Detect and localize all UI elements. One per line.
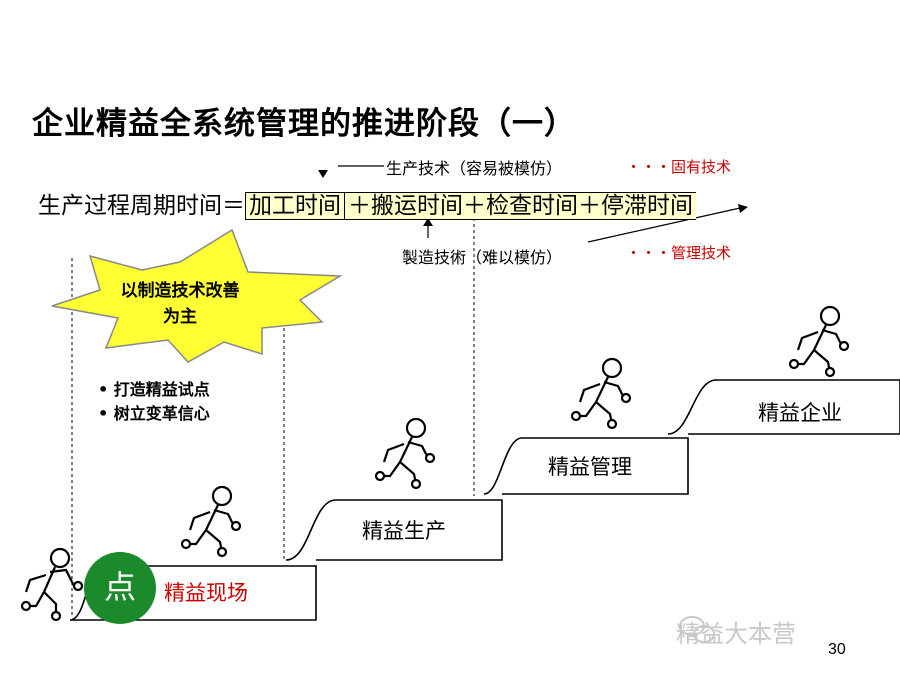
formula-other-times: ＋搬运时间＋检查时间＋停滞时间 [345,192,696,220]
cycle-time-formula: 生产过程周期时间＝加工时间＋搬运时间＋检查时间＋停滞时间 [38,186,696,220]
stair-label-lean-production: 精益生产 [362,519,446,543]
slide-title: 企业精益全系统管理的推进阶段（一） [32,106,576,142]
watermark-text: 精益大本营 [676,620,796,648]
stick-figure-1 [20,547,84,622]
starburst-label: 以制造技术改善为主 [120,281,240,327]
production-tech-note: 生产技术（容易被模仿） [386,159,563,178]
management-tech-note: ・・・管理技术 [626,244,732,262]
inherent-tech-note: ・・・固有技术 [626,158,732,176]
stick-figure-3 [374,417,436,490]
point-circle-badge: 点 [84,552,156,624]
production-tech-arrowhead [318,170,328,178]
stair-label-lean-management: 精益管理 [548,455,632,479]
manufacturing-tech-leader-right [587,207,741,243]
stair-label-lean-enterprise: 精益企业 [758,401,842,425]
stick-figure-4 [570,357,632,430]
manufacturing-tech-note: 製造技術（难以模仿） [402,248,563,267]
formula-processing-time: 加工时间 [245,192,345,220]
manufacturing-tech-arrowhead-left [423,218,433,226]
formula-lhs: 生产过程周期时间＝ [38,193,245,219]
bullet-item: • 树立变革信心 [98,404,210,423]
wechat-icon [679,616,715,643]
stair-3-outline [483,437,689,495]
stick-figure-5 [788,305,850,378]
stick-figure-2 [180,485,242,558]
page-number: 30 [828,641,846,658]
stair-label-lean-site: 精益现场 [164,581,248,605]
stair-4-outline [667,379,900,435]
starburst-shape [51,228,343,363]
stair-2-outline [285,499,503,561]
manufacturing-tech-arrowhead-right [738,204,748,213]
bullet-item: • 打造精益试点 [98,380,210,399]
